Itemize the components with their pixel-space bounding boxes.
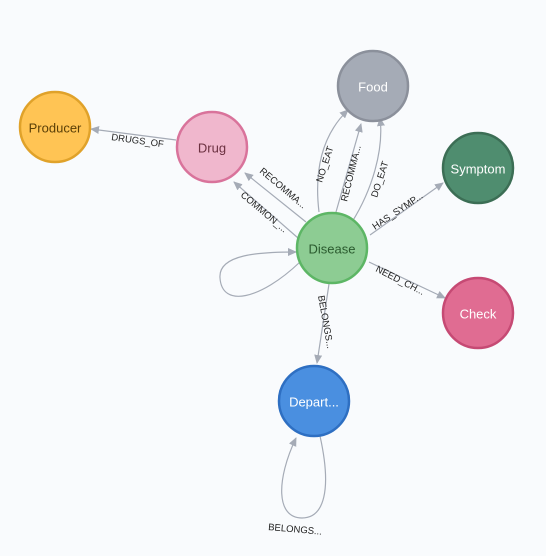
edges-layer: DRUGS_OF RECOMMA... COMMON_... NO_EAT RE… <box>90 109 446 538</box>
node-check-circle <box>441 276 515 350</box>
node-disease-label: Disease <box>309 242 356 257</box>
node-symptom-circle <box>441 131 515 205</box>
edge-label-recommand-food: RECOMMA... <box>339 144 364 202</box>
node-producer-circle <box>18 90 92 164</box>
node-disease-circle <box>295 211 369 285</box>
edge-label-belongs-department: BELONGS... <box>315 295 335 350</box>
node-department-label: Depart... <box>289 395 339 410</box>
node-department-circle <box>277 364 351 438</box>
node-symptom[interactable]: Symptom <box>441 131 515 205</box>
edge-do-eat[interactable] <box>351 117 385 223</box>
edge-no-eat[interactable] <box>316 109 349 213</box>
edge-label-no-eat: NO_EAT <box>314 145 336 184</box>
node-drug-circle <box>175 110 249 184</box>
edge-label-need-check: NEED_CH... <box>374 264 427 298</box>
node-check-label: Check <box>460 307 497 322</box>
edge-disease-self-loop[interactable] <box>219 248 301 297</box>
edge-label-belongs-self: BELONGS... <box>268 522 323 538</box>
edge-common-drug[interactable] <box>233 181 299 239</box>
node-disease[interactable]: Disease <box>295 211 369 285</box>
node-symptom-label: Symptom <box>451 162 506 177</box>
node-department[interactable]: Depart... <box>277 364 351 438</box>
node-food-label: Food <box>358 80 388 95</box>
node-food-circle <box>336 49 410 123</box>
edge-recommand-food[interactable] <box>335 123 363 213</box>
edge-label-common-drug: COMMON_... <box>238 190 289 235</box>
edge-need-check[interactable] <box>368 261 446 299</box>
node-producer[interactable]: Producer <box>18 90 92 164</box>
edge-drugs-of[interactable] <box>90 126 177 141</box>
edge-has-symptom[interactable] <box>369 182 444 236</box>
node-drug[interactable]: Drug <box>175 110 249 184</box>
node-food[interactable]: Food <box>336 49 410 123</box>
node-producer-label: Producer <box>29 121 82 136</box>
edge-belongs-to-department[interactable] <box>314 283 330 364</box>
edge-recommand-drug[interactable] <box>244 172 307 223</box>
node-check[interactable]: Check <box>441 276 515 350</box>
node-drug-label: Drug <box>198 141 226 156</box>
edge-label-drugs-of: DRUGS_OF <box>111 132 165 150</box>
edge-department-self-loop[interactable] <box>281 435 327 519</box>
nodes-layer: Producer Drug Food Symptom Disease Check… <box>18 49 515 438</box>
